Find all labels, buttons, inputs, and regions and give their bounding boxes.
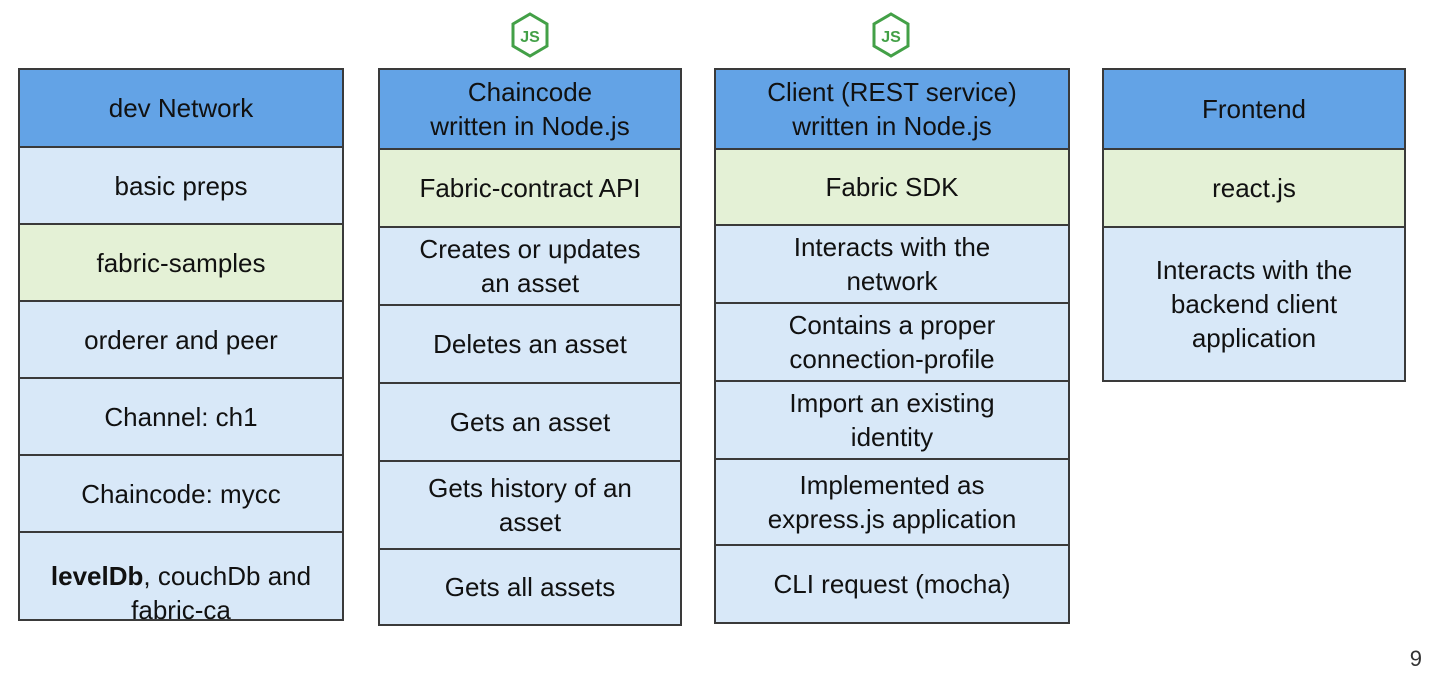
cli-request-cell: CLI request (mocha) [716, 544, 1068, 622]
get-all-assets-cell: Gets all assets [380, 548, 680, 624]
get-asset-cell: Gets an asset [380, 382, 680, 460]
channel-cell: Channel: ch1 [20, 377, 342, 454]
reactjs-cell: react.js [1104, 148, 1404, 226]
create-update-asset-cell: Creates or updates an asset [380, 226, 680, 304]
connection-profile-cell: Contains a proper connection-profile [716, 302, 1068, 380]
dev-network-column: dev Network basic preps fabric-samples o… [18, 68, 344, 625]
nodejs-icon: JS [872, 12, 910, 58]
express-app-cell: Implemented as express.js application [716, 458, 1068, 544]
nodejs-icon-text: JS [881, 29, 901, 46]
client-column: Client (REST service) written in Node.js… [714, 68, 1070, 624]
leveldb-label: levelDb [50, 561, 144, 591]
chaincode-header: Chaincode written in Node.js [380, 70, 680, 148]
fabric-sdk-cell: Fabric SDK [716, 148, 1068, 224]
delete-asset-cell: Deletes an asset [380, 304, 680, 382]
page-number: 9 [1409, 646, 1422, 671]
frontend-header: Frontend [1104, 70, 1404, 148]
database-and-ca-label: , couchDb and fabric-ca [131, 561, 312, 625]
nodejs-icon: JS [511, 12, 549, 58]
basic-preps-cell: basic preps [20, 146, 342, 223]
fabric-contract-api-cell: Fabric-contract API [380, 148, 680, 226]
asset-history-cell: Gets history of an asset [380, 460, 680, 548]
backend-interaction-cell: Interacts with the backend client applic… [1104, 226, 1404, 380]
identity-import-cell: Import an existing identity [716, 380, 1068, 458]
chaincode-column: Chaincode written in Node.js Fabric-cont… [378, 68, 682, 626]
fabric-samples-cell: fabric-samples [20, 223, 342, 300]
client-header: Client (REST service) written in Node.js [716, 70, 1068, 148]
chaincode-mycc-cell: Chaincode: mycc [20, 454, 342, 531]
frontend-column: Frontend react.js Interacts with the bac… [1102, 68, 1406, 382]
nodejs-icon-text: JS [520, 29, 540, 46]
network-interaction-cell: Interacts with the network [716, 224, 1068, 302]
database-and-ca-cell: levelDb, couchDb and fabric-ca [20, 531, 342, 625]
orderer-and-peer-cell: orderer and peer [20, 300, 342, 377]
dev-network-header: dev Network [20, 70, 342, 146]
